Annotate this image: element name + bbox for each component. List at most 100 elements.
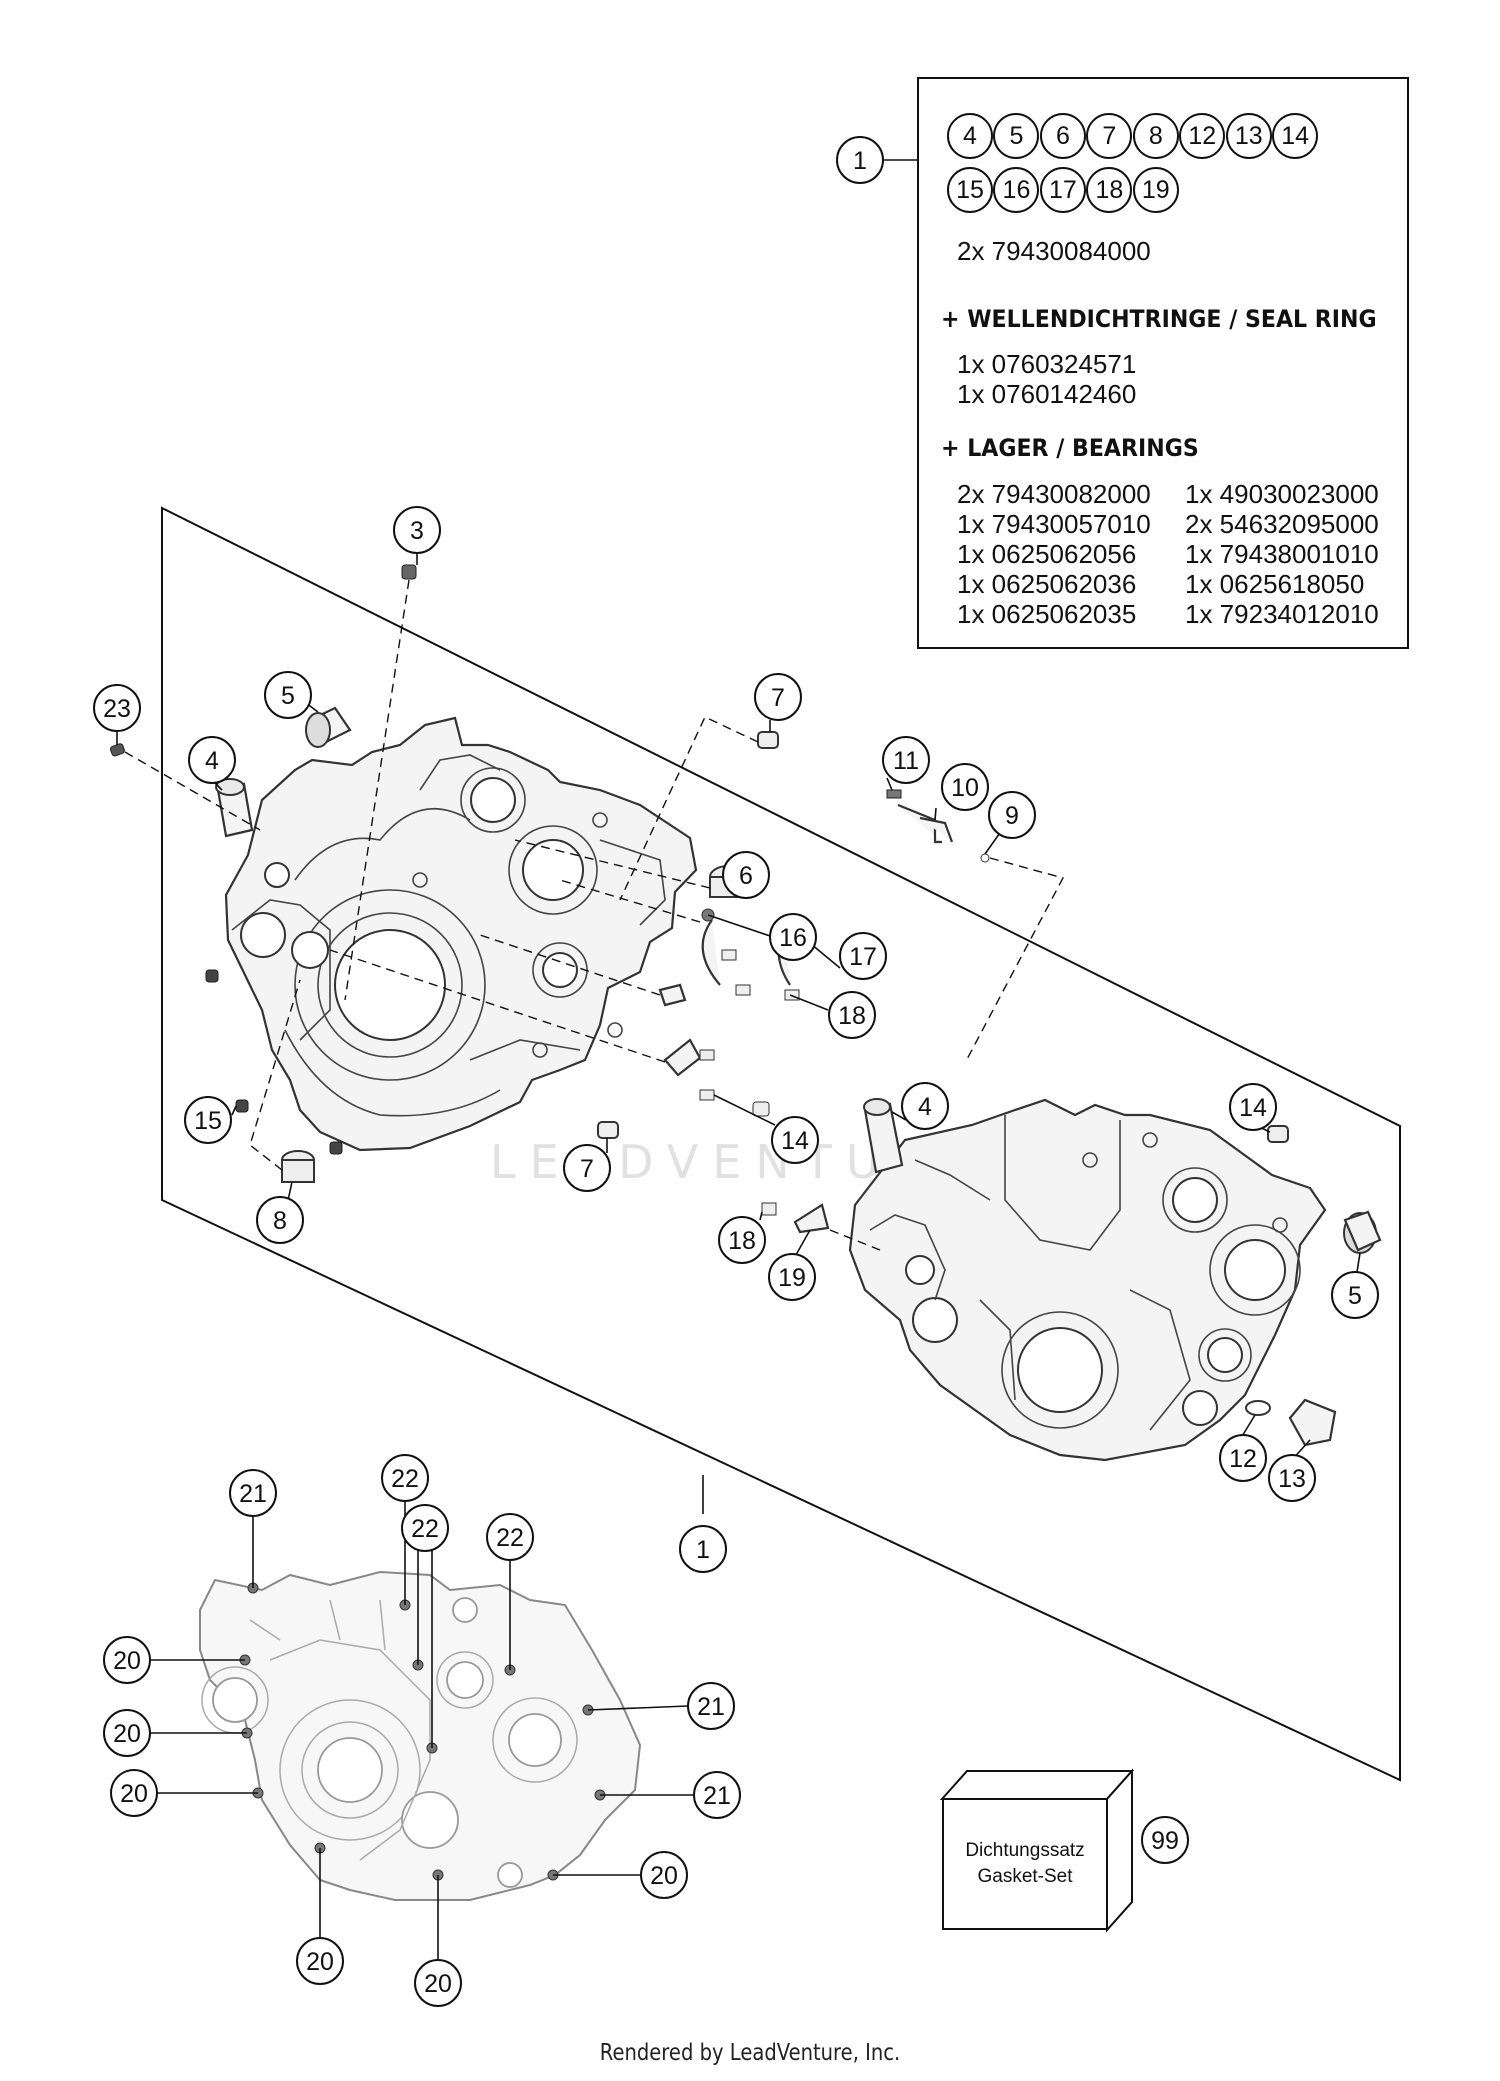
gasket-set-label-en: Gasket-Set — [977, 1866, 1073, 1887]
callout-13[interactable]: 13 — [1268, 1454, 1316, 1502]
svg-text:12: 12 — [1229, 1445, 1257, 1473]
svg-text:5: 5 — [281, 682, 295, 710]
svg-text:16: 16 — [779, 924, 807, 952]
callout-18-right[interactable]: 18 — [828, 991, 876, 1039]
svg-text:14: 14 — [781, 1127, 809, 1155]
assembly-frame — [161, 506, 1401, 1782]
bearing-part: 2x 54632095000 — [1185, 509, 1379, 539]
callout-1-kit[interactable]: 1 — [836, 136, 884, 184]
ref-5[interactable]: 5 — [993, 113, 1040, 159]
svg-text:20: 20 — [306, 1948, 334, 1976]
callout-20-b[interactable]: 20 — [103, 1709, 151, 1757]
callout-22-a[interactable]: 22 — [381, 1454, 429, 1502]
svg-text:20: 20 — [113, 1720, 141, 1748]
leader-lines — [116, 159, 1361, 1960]
svg-text:22: 22 — [411, 1515, 439, 1543]
callout-14-right[interactable]: 14 — [1229, 1083, 1277, 1131]
svg-text:20: 20 — [424, 1970, 452, 1998]
svg-text:19: 19 — [778, 1264, 806, 1292]
svg-text:21: 21 — [239, 1480, 267, 1508]
callout-15[interactable]: 15 — [184, 1096, 232, 1144]
bearing-part: 1x 79234012010 — [1185, 599, 1379, 629]
ref-4[interactable]: 4 — [947, 113, 993, 159]
callout-20-d[interactable]: 20 — [640, 1851, 688, 1899]
included-part-refs: 4 5 6 7 8 12 13 14 15 16 17 18 19 — [947, 113, 1387, 221]
svg-text:23: 23 — [103, 695, 131, 723]
callout-20-c[interactable]: 20 — [110, 1769, 158, 1817]
ref-17[interactable]: 17 — [1039, 167, 1086, 213]
svg-text:20: 20 — [650, 1862, 678, 1890]
right-crankcase-half — [848, 1098, 1327, 1462]
ref-7[interactable]: 7 — [1086, 113, 1133, 159]
callout-7-bottom[interactable]: 7 — [563, 1144, 611, 1192]
svg-text:5: 5 — [1348, 1282, 1362, 1310]
gasket-box-side — [1106, 1768, 1133, 1933]
svg-text:22: 22 — [496, 1524, 524, 1552]
seal-part-2: 1x 0760142460 — [957, 379, 1137, 409]
svg-text:21: 21 — [697, 1693, 725, 1721]
callout-1-bottom[interactable]: 1 — [679, 1525, 727, 1573]
gasket-set-box[interactable]: Dichtungssatz Gasket-Set — [942, 1798, 1108, 1930]
callout-23[interactable]: 23 — [93, 684, 141, 732]
callout-14-mid[interactable]: 14 — [771, 1116, 819, 1164]
callout-19[interactable]: 19 — [768, 1253, 816, 1301]
svg-text:10: 10 — [951, 774, 979, 802]
callout-3[interactable]: 3 — [393, 506, 441, 554]
callout-16[interactable]: 16 — [769, 913, 817, 961]
callout-17[interactable]: 17 — [839, 932, 887, 980]
callout-21-b[interactable]: 21 — [687, 1682, 735, 1730]
callout-21-c[interactable]: 21 — [693, 1771, 741, 1819]
bearings-heading: + LAGER / BEARINGS — [941, 434, 1199, 462]
svg-text:20: 20 — [113, 1647, 141, 1675]
svg-text:22: 22 — [391, 1465, 419, 1493]
ref-19[interactable]: 19 — [1132, 167, 1179, 213]
callout-9[interactable]: 9 — [988, 791, 1036, 839]
callout-7-top[interactable]: 7 — [754, 673, 802, 721]
callout-22-c[interactable]: 22 — [486, 1513, 534, 1561]
callout-5-left[interactable]: 5 — [264, 671, 312, 719]
svg-text:7: 7 — [580, 1155, 594, 1183]
svg-text:13: 13 — [1278, 1465, 1306, 1493]
bearing-part: 1x 49030023000 — [1185, 479, 1379, 509]
callout-22-b[interactable]: 22 — [401, 1504, 449, 1552]
ref-13[interactable]: 13 — [1225, 113, 1272, 159]
svg-text:3: 3 — [410, 517, 424, 545]
callout-11[interactable]: 11 — [882, 736, 930, 784]
svg-text:9: 9 — [1005, 802, 1019, 830]
ref-6[interactable]: 6 — [1039, 113, 1086, 159]
svg-text:4: 4 — [205, 747, 219, 775]
callout-20-a[interactable]: 20 — [103, 1636, 151, 1684]
bearing-part: 2x 79430082000 — [957, 479, 1151, 509]
callout-4-right[interactable]: 4 — [901, 1082, 949, 1130]
callout-99[interactable]: 99 — [1141, 1816, 1189, 1864]
gasket-box-top — [939, 1770, 1135, 1800]
bearing-part: 1x 0625618050 — [1185, 569, 1365, 599]
callout-12[interactable]: 12 — [1219, 1434, 1267, 1482]
svg-text:1: 1 — [853, 147, 867, 175]
bearings-left-column: 2x 79430082000 1x 79430057010 1x 0625062… — [957, 479, 1151, 629]
left-crankcase-half — [224, 716, 698, 1152]
ref-14[interactable]: 14 — [1272, 113, 1319, 159]
ref-16[interactable]: 16 — [993, 167, 1040, 213]
bearing-part: 1x 79430057010 — [957, 509, 1151, 539]
svg-text:17: 17 — [849, 943, 877, 971]
bearing-part: 1x 0625062056 — [957, 539, 1137, 569]
callout-5-right[interactable]: 5 — [1331, 1271, 1379, 1319]
callout-8[interactable]: 8 — [256, 1196, 304, 1244]
ref-12[interactable]: 12 — [1179, 113, 1226, 159]
callout-21-a[interactable]: 21 — [229, 1469, 277, 1517]
callout-20-e[interactable]: 20 — [296, 1937, 344, 1985]
right-small-parts — [761, 1098, 1382, 1447]
svg-text:21: 21 — [703, 1782, 731, 1810]
svg-text:1: 1 — [696, 1536, 710, 1564]
ref-15[interactable]: 15 — [947, 167, 993, 213]
callout-20-f[interactable]: 20 — [414, 1959, 462, 2007]
svg-text:11: 11 — [893, 747, 919, 775]
callout-10[interactable]: 10 — [941, 763, 989, 811]
bearings-right-column: 1x 49030023000 2x 54632095000 1x 7943800… — [1185, 479, 1379, 629]
callout-18-left[interactable]: 18 — [718, 1216, 766, 1264]
ref-18[interactable]: 18 — [1086, 167, 1133, 213]
callout-6[interactable]: 6 — [722, 851, 770, 899]
ref-8[interactable]: 8 — [1132, 113, 1179, 159]
callout-4-left[interactable]: 4 — [188, 736, 236, 784]
